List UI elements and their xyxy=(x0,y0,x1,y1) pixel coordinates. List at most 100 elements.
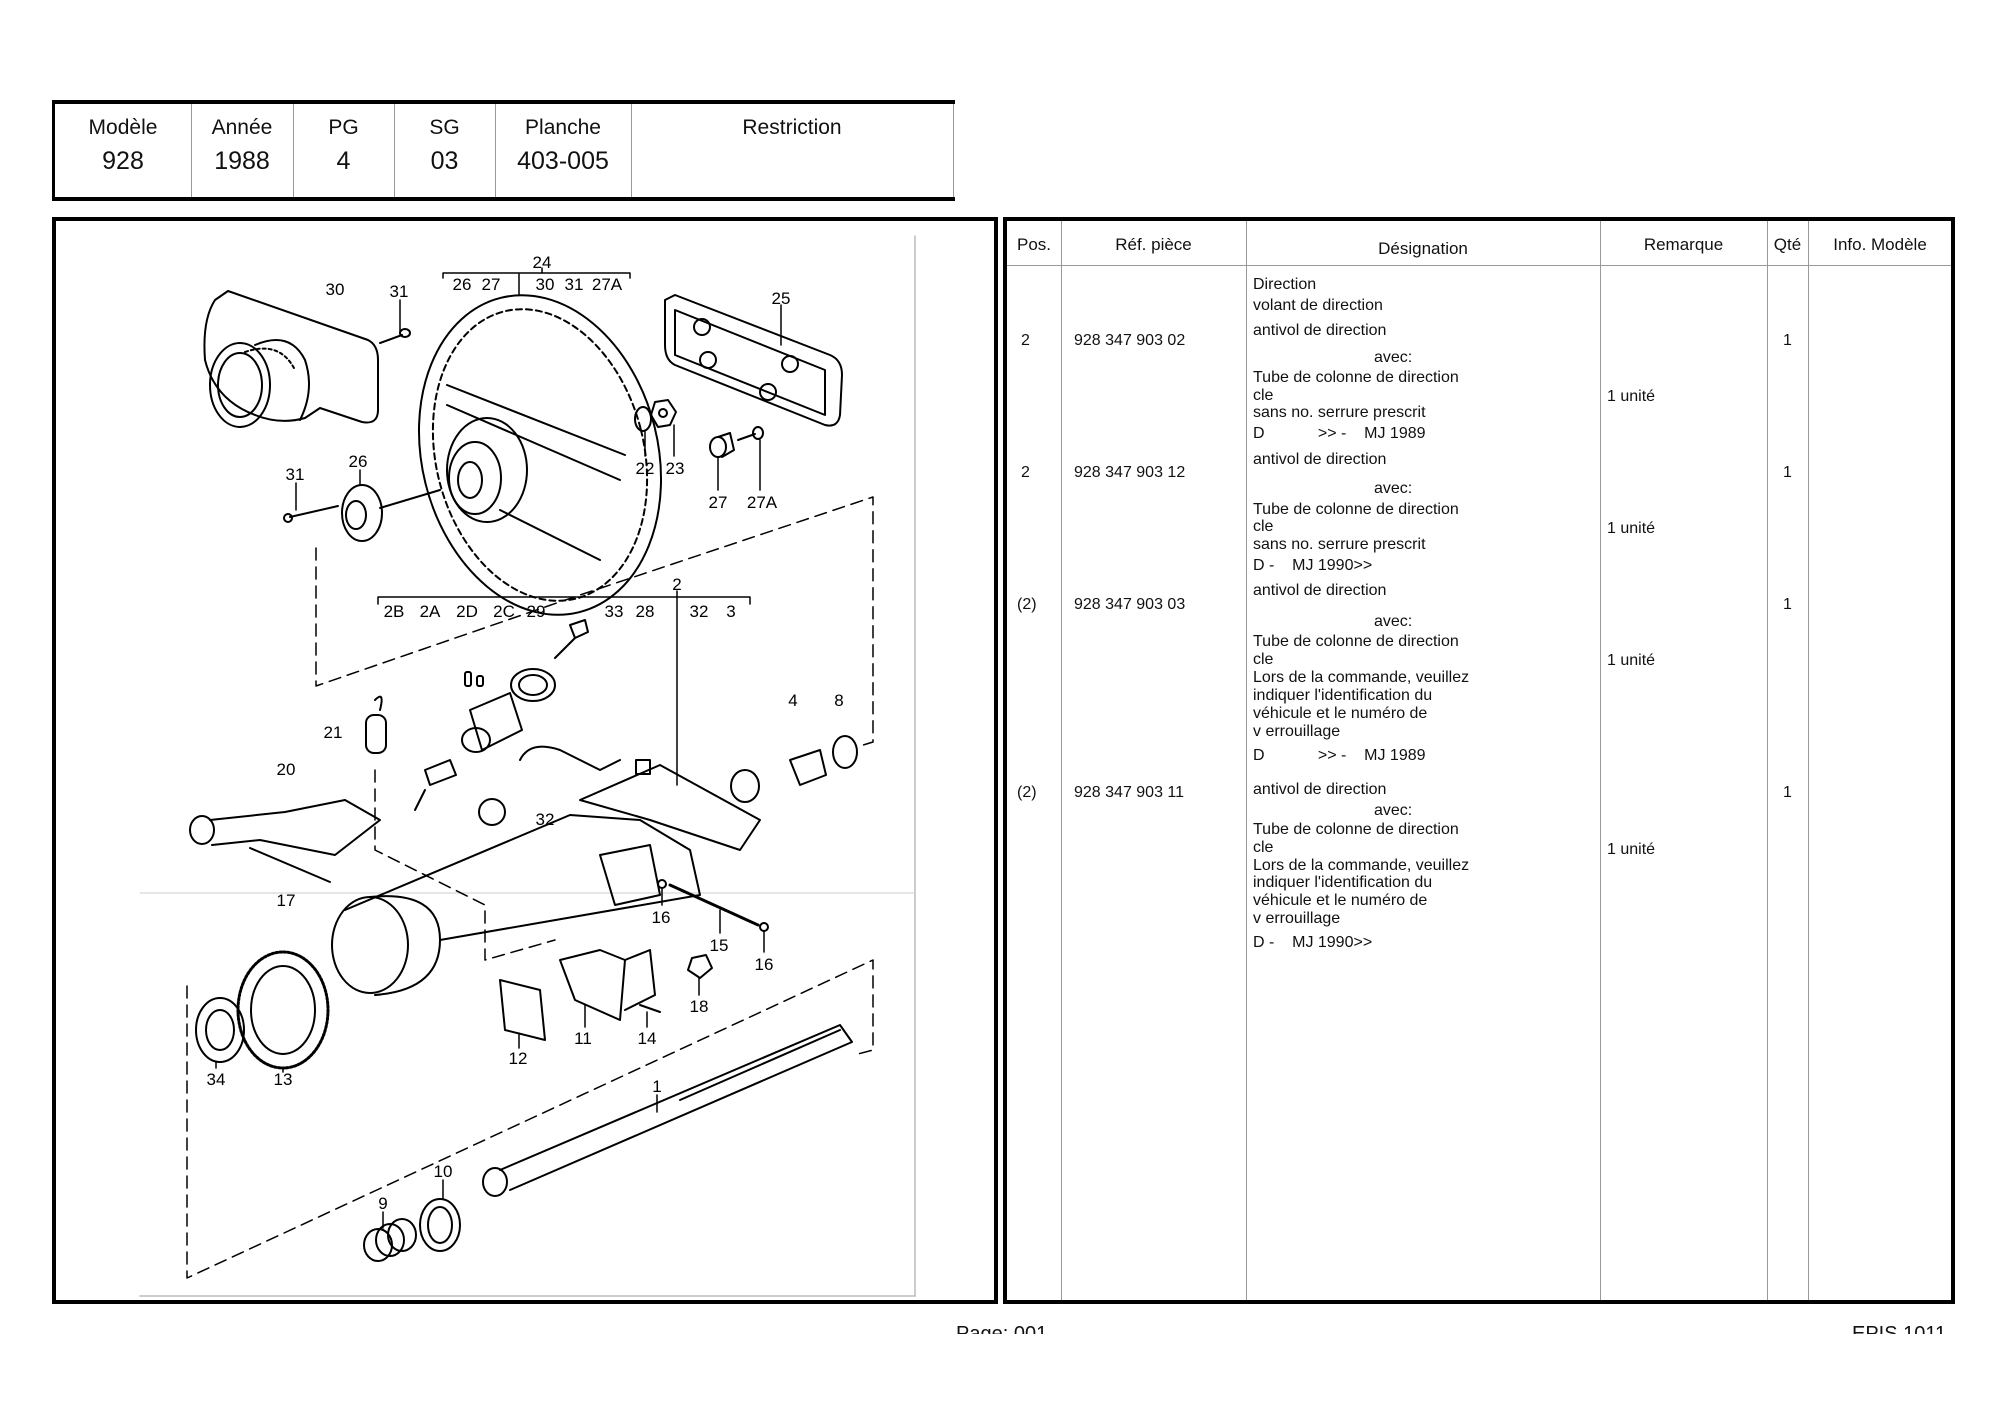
callout-31: 31 xyxy=(286,465,305,484)
row-ref: 928 347 903 03 xyxy=(1074,596,1186,613)
row-designation: indiquer l'identification du xyxy=(1253,874,1433,891)
header-col-planche: Planche 403-005 xyxy=(495,104,632,197)
callout-11: 11 xyxy=(574,1029,592,1048)
header-col-model: Modèle 928 xyxy=(55,104,192,197)
callout-2a: 2A xyxy=(420,602,441,621)
row-designation: avec: xyxy=(1374,349,1413,366)
header-divider xyxy=(1007,265,1951,266)
callout-20: 20 xyxy=(277,760,296,779)
row-designation: antivol de direction xyxy=(1253,781,1387,798)
row-remark: 1 unité xyxy=(1607,841,1656,858)
row-designation: sans no. serrure prescrit xyxy=(1253,536,1426,553)
header-label: Modèle xyxy=(88,116,158,139)
row-designation: cle xyxy=(1253,651,1274,668)
callout-27a: 27A xyxy=(747,493,778,512)
part-26-hub xyxy=(283,469,441,542)
row-qty: 1 xyxy=(1783,784,1792,801)
part-25-horn-pad xyxy=(664,294,843,427)
group-title: Direction xyxy=(1253,276,1317,293)
header-value: 4 xyxy=(336,147,351,175)
callout-25: 25 xyxy=(772,289,791,308)
group-subtitle: volant de direction xyxy=(1253,297,1383,314)
callout-23: 23 xyxy=(666,459,685,478)
callout-9: 9 xyxy=(378,1194,387,1213)
bracket-24 xyxy=(442,267,631,296)
column-divider xyxy=(1767,221,1768,1300)
row-pos: (2) xyxy=(1017,596,1037,613)
row-designation: antivol de direction xyxy=(1253,451,1387,468)
callout-33: 33 xyxy=(605,602,624,621)
part-1-steering-shaft xyxy=(482,1024,853,1197)
row-designation: Tube de colonne de direction xyxy=(1253,501,1459,518)
callout-27: 27 xyxy=(482,275,501,294)
callout-2b: 2B xyxy=(384,602,405,621)
header-label: Année xyxy=(211,116,273,139)
callout-30: 30 xyxy=(536,275,555,294)
row-designation: indiquer l'identification du xyxy=(1253,687,1433,704)
row-designation: antivol de direction xyxy=(1253,322,1387,339)
header-label: PG xyxy=(328,116,359,139)
row-ref: 928 347 903 02 xyxy=(1074,332,1186,349)
row-remark: 1 unité xyxy=(1607,652,1656,669)
part-30-shroud xyxy=(203,290,379,428)
callout-32: 32 xyxy=(690,602,709,621)
callout-1: 1 xyxy=(652,1077,661,1096)
row-designation: Tube de colonne de direction xyxy=(1253,821,1459,838)
row-designation: Lors de la commande, veuillez xyxy=(1253,857,1470,874)
row-pos: (2) xyxy=(1017,784,1037,801)
row-pos: 2 xyxy=(1021,332,1030,349)
row-designation: D - MJ 1990>> xyxy=(1253,934,1373,951)
callout-32: 32 xyxy=(536,810,555,829)
callout-34: 34 xyxy=(207,1070,226,1089)
row-qty: 1 xyxy=(1783,464,1792,481)
row-designation: sans no. serrure prescrit xyxy=(1253,404,1426,421)
callout-2c: 2C xyxy=(493,602,515,621)
column-header-remark: Remarque xyxy=(1643,235,1724,254)
column-divider xyxy=(1808,221,1809,1300)
callout-2: 2 xyxy=(672,575,681,594)
callout-16: 16 xyxy=(652,908,671,927)
column-header-designation: Désignation xyxy=(1378,239,1468,258)
row-designation: avec: xyxy=(1374,802,1413,819)
steering-column-exploded-view: 24 26 27 30 31 27A 30 31 25 22 23 27 27A… xyxy=(139,235,916,1297)
callout-26: 26 xyxy=(453,275,472,294)
part-21-spring xyxy=(365,695,387,754)
row-designation: cle xyxy=(1253,387,1274,404)
part-31-screw xyxy=(379,299,411,344)
header-label: Restriction xyxy=(742,116,842,139)
column-header-pos: Pos. xyxy=(1016,235,1052,254)
header-value: 403-005 xyxy=(517,147,609,175)
header-label: SG xyxy=(429,116,460,139)
callout-27: 27 xyxy=(709,493,728,512)
callout-2d: 2D xyxy=(456,602,478,621)
callout-21: 21 xyxy=(324,723,343,742)
row-designation: D - MJ 1990>> xyxy=(1253,557,1373,574)
footer-code: EPIS 1011 xyxy=(1852,1323,1947,1334)
row-designation: véhicule et le numéro de xyxy=(1253,705,1428,722)
header-col-restriction: Restriction xyxy=(631,104,954,197)
row-designation: D >> - MJ 1989 xyxy=(1253,425,1426,442)
row-designation: cle xyxy=(1253,518,1274,535)
parts-table: Pos. Réf. pièce Désignation Remarque Qté… xyxy=(1003,217,1955,1304)
part-13-34-seals xyxy=(195,950,330,1073)
column-header-ref: Réf. pièce xyxy=(1115,235,1192,254)
header-value: 928 xyxy=(102,147,144,175)
part-2-lock-components xyxy=(414,619,858,851)
header-value: 1988 xyxy=(214,147,270,175)
bracket-2 xyxy=(377,590,751,786)
assembly-dashed-lines xyxy=(186,496,874,1279)
callout-31: 31 xyxy=(390,282,409,301)
model-header-table: Modèle 928 Année 1988 PG 4 SG 03 Planche… xyxy=(52,100,955,201)
row-designation: v errouillage xyxy=(1253,910,1341,927)
footer-page-number: Page: 001 xyxy=(956,1323,1048,1334)
row-designation: avec: xyxy=(1374,480,1413,497)
callout-17: 17 xyxy=(277,891,296,910)
row-remark: 1 unité xyxy=(1607,388,1656,405)
row-ref: 928 347 903 12 xyxy=(1074,464,1186,481)
row-designation: avec: xyxy=(1374,613,1413,630)
callout-31: 31 xyxy=(565,275,584,294)
callout-10: 10 xyxy=(434,1162,453,1181)
row-pos: 2 xyxy=(1021,464,1030,481)
row-designation: D >> - MJ 1989 xyxy=(1253,747,1426,764)
callout-16: 16 xyxy=(755,955,774,974)
